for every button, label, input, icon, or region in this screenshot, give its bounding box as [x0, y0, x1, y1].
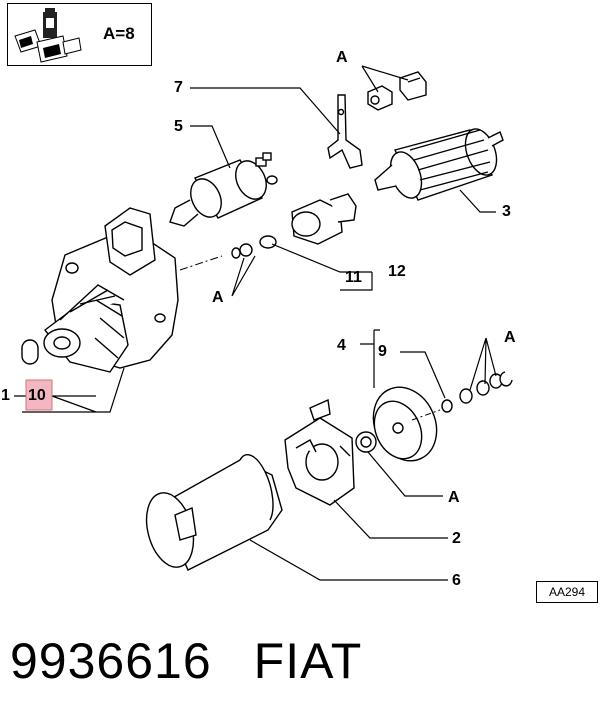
callout-6: 6: [452, 572, 461, 589]
legend-quantity: A=8: [103, 24, 135, 43]
drive-nut: [21, 339, 39, 365]
fork-lever: [327, 94, 363, 169]
stator-yoke: [145, 454, 283, 571]
callout-1: 1: [1, 387, 10, 404]
reference-code: AA294: [536, 581, 598, 603]
solenoid: [169, 152, 278, 227]
legend-box: A=8: [7, 3, 152, 66]
package-lubricant-icon: [14, 8, 82, 63]
callout-7: 7: [174, 79, 183, 96]
brush-holder: [284, 398, 355, 506]
callout-4: 4: [337, 337, 346, 354]
callout-10-highlight: [25, 379, 53, 411]
leader-lines: [14, 65, 497, 581]
brand-name: FIAT: [253, 633, 363, 689]
footer: 9936616 FIAT: [10, 632, 362, 690]
callout-9: 9: [378, 343, 387, 360]
rear-washers: [355, 371, 513, 453]
assembly-axis: [179, 255, 223, 271]
callout-a-bottom: A: [448, 489, 460, 506]
part-number: 9936616: [10, 633, 212, 689]
callout-a-top: A: [336, 49, 348, 66]
end-plate: [372, 386, 438, 462]
armature: [374, 128, 504, 201]
callout-10: 10: [28, 387, 46, 404]
pinion-washers: [231, 235, 277, 259]
brush-parts: [367, 71, 427, 111]
callout-12: 12: [388, 263, 406, 280]
pinion-drive: [291, 193, 357, 245]
callout-a-right: A: [504, 329, 516, 346]
callout-5: 5: [174, 118, 183, 135]
assembly-axis-2: [411, 409, 441, 421]
callout-2: 2: [452, 530, 461, 547]
starter-drive-housing: [43, 207, 179, 373]
callout-11: 11: [345, 269, 362, 286]
callout-a-left: A: [212, 289, 224, 306]
callout-3: 3: [502, 203, 511, 220]
